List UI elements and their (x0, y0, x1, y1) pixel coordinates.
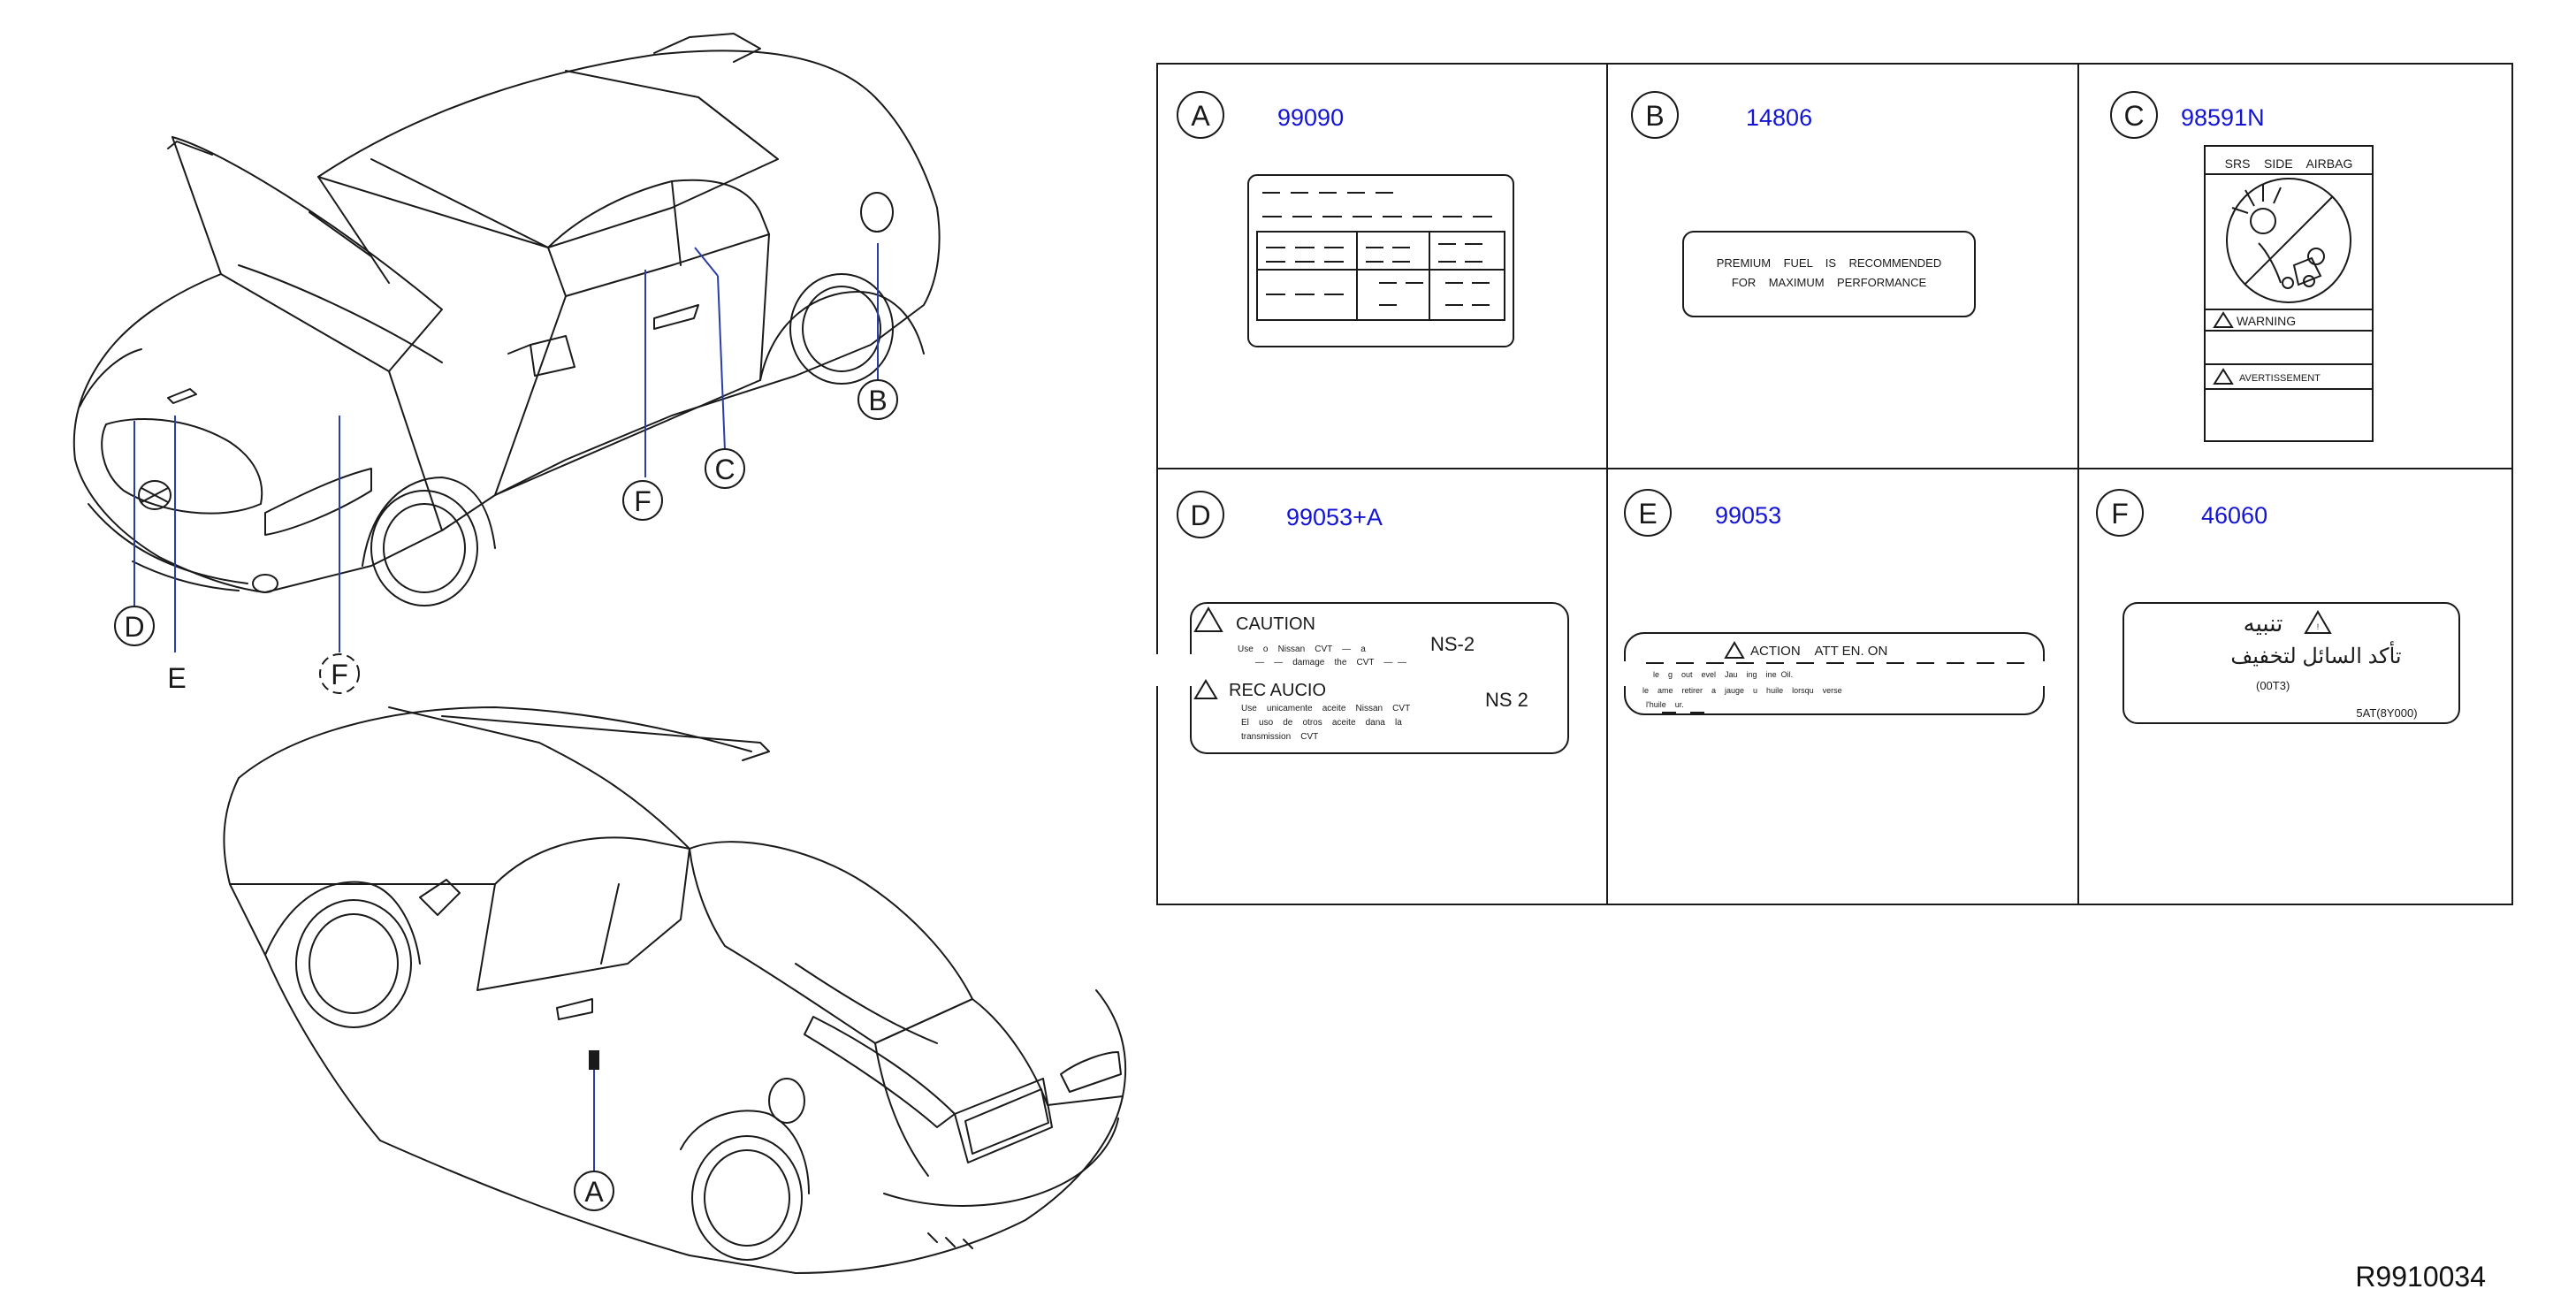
callout-A: A (574, 1171, 614, 1211)
panel-C: C 98591N SRS SIDE AIRBAG WARNING AVERTIS… (2110, 91, 2374, 442)
svg-text:Use o Nissan CVT —: Use o Nissan CVT — a (1238, 645, 1366, 654)
panel-F: F 46060 ! تنبيه تأكد السائل لتخفيف (00T3… (2096, 489, 2460, 724)
svg-text:تأكد السائل لتخفيف: تأكد السائل لتخفيف (2230, 641, 2401, 668)
callout-C: C (705, 448, 745, 489)
fuel-label-icon: PREMIUM FUEL IS RECOMMENDED FOR MAXIMUM … (1682, 231, 1976, 317)
callout-F-hood: F (319, 653, 360, 694)
svg-text:A: A (584, 1176, 604, 1208)
callout-F-front: F (622, 480, 663, 521)
svg-text:F: F (634, 485, 652, 517)
svg-text:El uso de otros ac: El uso de otros aceite dana la (1241, 718, 1402, 728)
panel-B: B 14806 PREMIUM FUEL IS RECOMMENDED FOR … (1631, 91, 1976, 317)
oil-caution-label-icon: ACTION ATT EN. ON le g out evel Jau ing … (1611, 632, 2063, 715)
svg-text:B: B (868, 385, 887, 416)
callout-B: B (857, 379, 898, 420)
label-grid (1156, 63, 2513, 905)
airbag-label-icon: SRS SIDE AIRBAG WARNING AVERTISSEMENT (2204, 145, 2374, 442)
arabic-warning-label-icon: ! تنبيه تأكد السائل لتخفيف (00T3) 5AT(8Y… (2123, 602, 2460, 724)
svg-text:14806: 14806 (1746, 104, 1812, 131)
panel-E: E 99053 ACTION ATT EN. ON le g out evel … (1611, 489, 2063, 715)
svg-text:REC AUCIO: REC AUCIO (1229, 681, 1336, 700)
svg-text:ACTION ATT EN. ON: ACTION ATT EN. ON (1750, 644, 1887, 659)
svg-text:D: D (1190, 500, 1210, 531)
svg-text:le g out evel Jau: le g out evel Jau ing ine Oil. (1653, 670, 1793, 679)
svg-text:99053+A: 99053+A (1286, 504, 1383, 530)
leader-lines-front (133, 243, 879, 652)
svg-text:— — damage the CVT: — — damage the CVT — — (1255, 658, 1406, 667)
car-front-view (72, 33, 941, 606)
cvt-caution-label-icon: CAUTION NS-2 Use o Nissan CVT — a — — da… (1149, 602, 1569, 754)
svg-text:FOR MAXIMUM PERFORMANCE: FOR MAXIMUM PERFORMANCE (1732, 276, 1927, 289)
svg-text:B: B (1645, 100, 1664, 132)
svg-text:99090: 99090 (1277, 104, 1344, 131)
svg-text:تنبيه: تنبيه (2244, 610, 2283, 637)
svg-text:E: E (1638, 498, 1657, 530)
panel-D: D 99053+A CAUTION NS-2 Use o Nissan CVT … (1149, 491, 1569, 754)
svg-text:C: C (714, 454, 735, 485)
car-rear-view (223, 706, 1127, 1274)
svg-text:l'huile ur.: l'huile ur. (1646, 700, 1684, 709)
svg-text:PREMIUM FUEL IS RECOM: PREMIUM FUEL IS RECOMMENDED (1717, 256, 1941, 270)
svg-text:SRS SIDE AIRBAG: SRS SIDE AIRBAG (2225, 156, 2353, 171)
svg-text:F: F (2111, 498, 2129, 530)
svg-text:F: F (331, 659, 348, 690)
svg-text:NS-2: NS-2 (1430, 633, 1475, 655)
svg-text:A: A (1191, 100, 1210, 132)
svg-text:CAUTION: CAUTION (1236, 614, 1315, 634)
callout-E: E (167, 662, 186, 694)
svg-text:98591N: 98591N (2181, 104, 2265, 131)
callout-D: D (114, 606, 155, 646)
label-spot-A (589, 1050, 599, 1070)
svg-text:46060: 46060 (2201, 502, 2267, 529)
svg-text:99053: 99053 (1715, 502, 1781, 529)
svg-text:D: D (124, 611, 144, 643)
svg-text:5AT(8Y000): 5AT(8Y000) (2356, 706, 2417, 720)
svg-text:AVERTISSEMENT: AVERTISSEMENT (2239, 373, 2321, 384)
svg-text:!: ! (2317, 622, 2320, 631)
svg-text:WARNING: WARNING (2237, 314, 2296, 328)
panel-A: A 99090 (1177, 91, 1514, 347)
svg-text:transmission CVT: transmission CVT (1241, 732, 1318, 742)
svg-text:NS 2: NS 2 (1485, 689, 1528, 711)
reference-code: R9910034 (2355, 1261, 2486, 1293)
svg-text:C: C (2123, 100, 2144, 132)
svg-text:Use unicamente aceite: Use unicamente aceite Nissan CVT (1241, 704, 1410, 713)
svg-text:(00T3): (00T3) (2256, 679, 2290, 692)
svg-text:le ame retirer a j: le ame retirer a jauge u huile lorsqu ve… (1642, 686, 1842, 695)
svg-text:E: E (167, 662, 186, 694)
table-label-icon (1247, 174, 1514, 347)
